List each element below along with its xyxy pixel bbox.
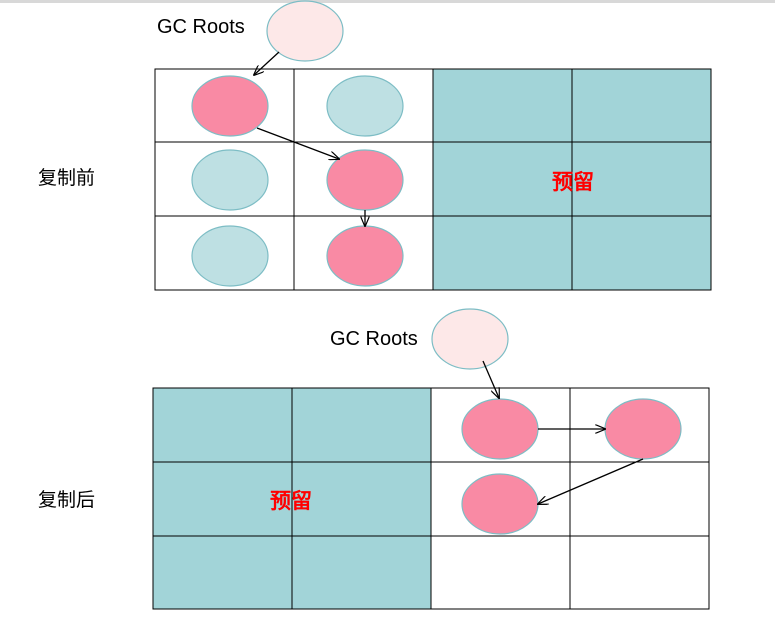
before-object-live-1 bbox=[191, 75, 269, 137]
after-gc-roots-label: GC Roots bbox=[330, 328, 418, 350]
before-root-reference-arrow bbox=[254, 51, 280, 75]
before-phase-label: 复制前 bbox=[38, 167, 95, 189]
before-reserved-label: 预留 bbox=[552, 169, 594, 194]
before-object-dead-2 bbox=[191, 149, 269, 211]
after-object-live-3 bbox=[461, 473, 539, 535]
before-gc-roots-label: GC Roots bbox=[157, 16, 245, 38]
after-reserved-label: 预留 bbox=[270, 488, 312, 513]
before-object-dead-1 bbox=[326, 75, 404, 137]
before-section: 复制前 GC Roots bbox=[38, 0, 712, 291]
after-object-live-1 bbox=[461, 398, 539, 460]
top-border bbox=[0, 0, 775, 3]
after-object-live-2 bbox=[604, 398, 682, 460]
before-object-dead-3 bbox=[191, 225, 269, 287]
before-gc-root-node bbox=[266, 0, 344, 62]
before-memory-grid bbox=[154, 68, 712, 291]
after-phase-label: 复制后 bbox=[38, 489, 95, 511]
before-reference-arrow-1 bbox=[256, 127, 339, 159]
after-root-reference-arrow bbox=[482, 360, 499, 398]
before-object-live-3 bbox=[326, 225, 404, 287]
after-reference-arrow-2 bbox=[538, 458, 644, 504]
after-memory-grid bbox=[152, 387, 710, 610]
after-section: 复制后 GC Roots 预留 bbox=[38, 308, 710, 610]
after-gc-root-node bbox=[431, 308, 509, 370]
